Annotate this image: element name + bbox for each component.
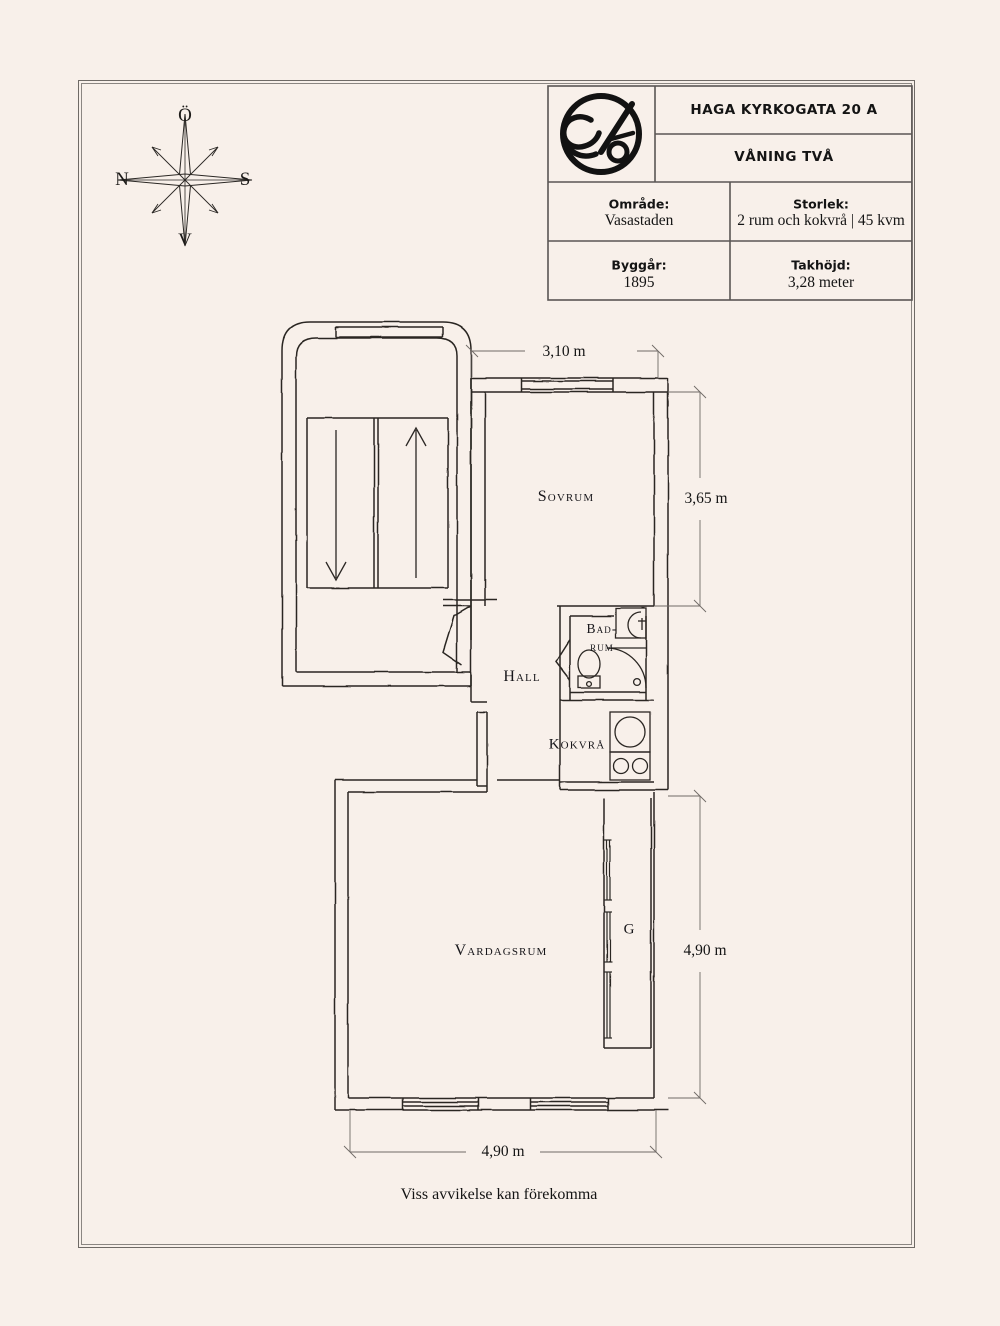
dimension-label-top-width: 3,10 m [542, 343, 586, 360]
field-label-omrade: Område: [608, 196, 670, 212]
room-label-hall: Hall [503, 668, 541, 685]
field-value-omrade: Vasastaden [604, 212, 674, 229]
room-label-garderob: G [623, 921, 635, 938]
compass-rose-icon [117, 113, 253, 247]
field-label-byggar: Byggår: [611, 257, 667, 273]
room-label-kokvra: Kokvrå [548, 736, 606, 753]
dimension-label-bedroom-height: 3,65 m [684, 490, 728, 507]
room-label-badrum-line1: Bad- [586, 621, 618, 636]
wall-lines [281, 321, 669, 1111]
field-label-storlek: Storlek: [793, 196, 849, 212]
sheet-border [78, 80, 915, 1248]
compass-label-right: S [239, 169, 251, 190]
kitchen-fixtures [609, 711, 651, 781]
title-block-floor: VÅNING TVÅ [734, 149, 834, 165]
title-block-address: HAGA KYRKOGATA 20 A [690, 102, 878, 118]
footer-note: Viss avvikelse kan förekomma [400, 1186, 598, 1203]
dimension-label-living-width: 4,90 m [481, 1143, 525, 1160]
field-label-takhojd: Takhöjd: [791, 257, 851, 273]
compass-label-top: Ö [178, 105, 192, 126]
room-label-sovrum: Sovrum [537, 488, 595, 505]
field-value-storlek: 2 rum och kokvrå | 45 kvm [737, 212, 905, 229]
ca-monogram-logo-icon [560, 93, 642, 175]
bathroom-fixtures [577, 607, 647, 689]
room-label-badrum-line2: rum [590, 639, 614, 654]
dimension-label-living-height: 4,90 m [683, 942, 727, 959]
compass-label-left: N [115, 169, 129, 190]
dimension-lines [343, 344, 707, 1159]
title-block-grid [547, 85, 913, 301]
field-value-takhojd: 3,28 meter [787, 274, 855, 291]
field-value-byggar: 1895 [623, 274, 655, 291]
compass-label-bottom: V [178, 230, 192, 251]
stair-direction-arrows [325, 426, 427, 582]
room-label-vardagsrum: Vardagsrum [454, 942, 548, 959]
